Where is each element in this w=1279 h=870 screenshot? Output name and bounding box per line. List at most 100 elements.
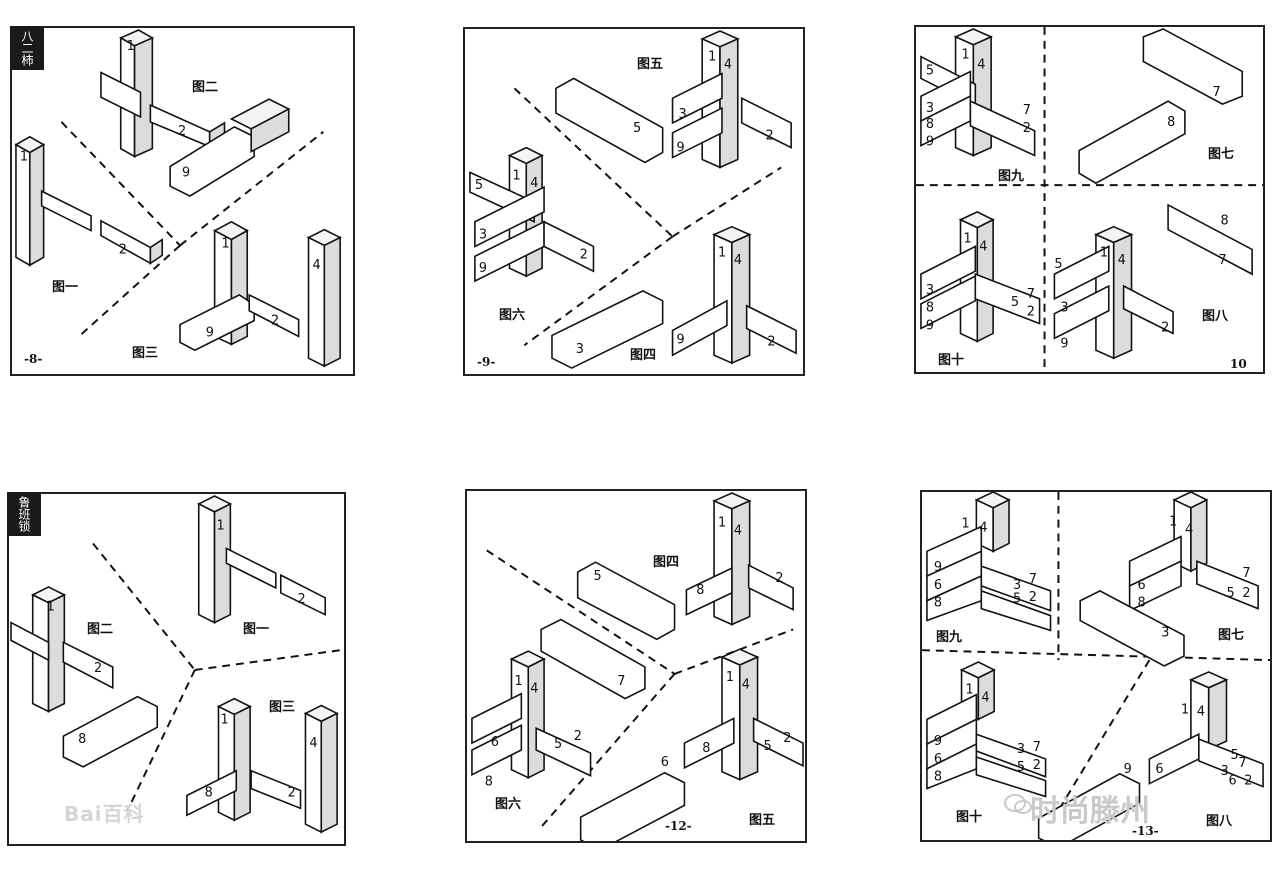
- svg-text:1: 1: [514, 674, 522, 689]
- svg-text:1: 1: [1181, 702, 1189, 717]
- svg-text:3: 3: [1221, 764, 1229, 779]
- page-12-illustration: 5 1 4 8 2 7 1 4 6 8 5 2: [471, 492, 804, 841]
- svg-text:1: 1: [1169, 515, 1177, 530]
- svg-text:2: 2: [580, 247, 588, 262]
- svg-text:8: 8: [1138, 596, 1146, 611]
- fig6-pieces: 1 4 5 3 9 2: [469, 146, 595, 283]
- svg-text:7: 7: [1023, 103, 1031, 118]
- svg-text:1: 1: [718, 245, 726, 260]
- svg-text:5: 5: [926, 63, 934, 78]
- svg-text:4: 4: [530, 682, 538, 697]
- svg-text:4: 4: [1185, 523, 1193, 538]
- page-11-illustration: 1 2 1 2 8 1 8 2 4: [10, 495, 341, 834]
- svg-text:4: 4: [734, 524, 742, 539]
- svg-text:1: 1: [127, 39, 135, 54]
- svg-text:7: 7: [1242, 566, 1250, 581]
- svg-text:5: 5: [1054, 257, 1062, 272]
- svg-text:8: 8: [78, 732, 86, 747]
- svg-text:9: 9: [479, 261, 487, 276]
- fig3-pieces-b: 1 8 2 4: [186, 697, 339, 834]
- svg-text:2: 2: [1027, 305, 1035, 320]
- fig10-pieces: 1 4 3 8 9 5 7 2: [920, 210, 1041, 343]
- svg-text:9: 9: [1060, 336, 1068, 351]
- svg-text:9: 9: [676, 141, 684, 156]
- page-11-fig-label-2: 图二: [87, 622, 114, 637]
- svg-text:4: 4: [979, 239, 987, 254]
- svg-text:7: 7: [1029, 572, 1037, 587]
- svg-text:6: 6: [1228, 774, 1236, 789]
- page-13-panel: 1 4 9 6 8 3 7 5 2 1 4 6 8 7 5 2 3: [920, 490, 1272, 842]
- page-13-number: -13-: [1132, 824, 1159, 838]
- svg-text:2: 2: [119, 242, 127, 257]
- page-12-panel: 5 1 4 8 2 7 1 4 6 8 5 2: [465, 489, 807, 843]
- svg-text:4: 4: [309, 736, 317, 751]
- page-13-fig-label-9: 图九: [936, 630, 963, 645]
- svg-text:9: 9: [1124, 762, 1132, 777]
- svg-text:4: 4: [724, 58, 732, 73]
- fig7-pieces: 7 8: [1078, 28, 1244, 185]
- svg-text:2: 2: [298, 592, 306, 607]
- svg-text:1: 1: [222, 236, 230, 251]
- svg-text:3: 3: [576, 342, 584, 357]
- svg-text:2: 2: [288, 785, 296, 800]
- page-10-fig-label-8: 图八: [1202, 309, 1229, 324]
- svg-text:7: 7: [1238, 756, 1246, 771]
- fig1-pieces: 1 2: [14, 135, 164, 267]
- svg-text:6: 6: [934, 752, 942, 767]
- svg-text:4: 4: [1118, 253, 1126, 268]
- page-8-vertical-tag: 八二柿: [10, 26, 44, 70]
- svg-text:4: 4: [981, 691, 989, 706]
- page-11-vertical-tag: 鲁班锁: [7, 492, 41, 536]
- page-11-fig-label-1: 图一: [243, 622, 270, 637]
- svg-text:6: 6: [1155, 762, 1163, 777]
- page-10-panel: 1 4 5 3 8 9 7 2 7 8 1 4 3 8 9 5: [914, 25, 1265, 374]
- svg-text:3: 3: [1161, 625, 1169, 640]
- page-10-fig-label-7: 图七: [1208, 147, 1235, 162]
- page-13-fig-label-7: 图七: [1218, 628, 1245, 643]
- fig7-pieces-b: 1 4 6 8 7 5 2 3: [1079, 492, 1259, 667]
- page-9-illustration: 5 1 4 3 9 2 1 4 5 3 9 2: [469, 30, 797, 369]
- svg-text:5: 5: [475, 178, 483, 193]
- fig2-pieces: 1 2 9: [100, 29, 291, 197]
- fig10-pieces-b: 1 4 9 6 8 3 7 5 2: [926, 661, 1047, 798]
- svg-text:3: 3: [926, 101, 934, 116]
- page-9-fig-label-5: 图五: [637, 57, 664, 72]
- svg-text:8: 8: [696, 583, 704, 598]
- svg-text:8: 8: [205, 785, 213, 800]
- svg-text:8: 8: [1167, 115, 1175, 130]
- page-8-fig-label-2: 图二: [192, 80, 219, 95]
- svg-text:2: 2: [1023, 121, 1031, 136]
- page-10-illustration: 1 4 5 3 8 9 7 2 7 8 1 4 3 8 9 5: [916, 27, 1263, 372]
- svg-text:5: 5: [1013, 592, 1021, 607]
- page-9-panel: 5 1 4 3 9 2 1 4 5 3 9 2: [463, 27, 805, 376]
- svg-text:3: 3: [926, 283, 934, 298]
- svg-text:2: 2: [1242, 586, 1250, 601]
- svg-text:2: 2: [574, 729, 582, 744]
- svg-text:9: 9: [934, 560, 942, 575]
- svg-text:2: 2: [271, 314, 279, 329]
- page-10-number: 10: [1230, 357, 1247, 371]
- svg-text:3: 3: [1013, 578, 1021, 593]
- page-8-number: -8-: [24, 352, 43, 366]
- svg-text:2: 2: [1033, 758, 1041, 773]
- page-11-panel: 1 2 1 2 8 1 8 2 4: [7, 492, 346, 846]
- svg-text:1: 1: [20, 149, 28, 164]
- page-8-fig-label-3: 图三: [132, 346, 159, 361]
- svg-text:1: 1: [962, 517, 970, 532]
- page-9-fig-label-4: 图四: [630, 348, 657, 363]
- svg-text:5: 5: [594, 569, 602, 584]
- svg-text:1: 1: [966, 683, 974, 698]
- svg-text:6: 6: [661, 755, 669, 770]
- svg-text:8: 8: [1220, 214, 1228, 229]
- baidu-watermark: Bai百科: [64, 802, 145, 826]
- svg-text:2: 2: [1244, 774, 1252, 789]
- svg-text:4: 4: [1197, 704, 1205, 719]
- svg-text:1: 1: [217, 519, 225, 534]
- svg-text:1: 1: [1100, 245, 1108, 260]
- svg-text:7: 7: [1219, 253, 1227, 268]
- svg-text:3: 3: [1017, 742, 1025, 757]
- page-12-fig-label-5: 图五: [749, 813, 776, 828]
- fig5-pieces: 5 1 4 3 9 2: [555, 30, 792, 169]
- svg-text:4: 4: [530, 176, 538, 191]
- svg-text:5: 5: [1017, 760, 1025, 775]
